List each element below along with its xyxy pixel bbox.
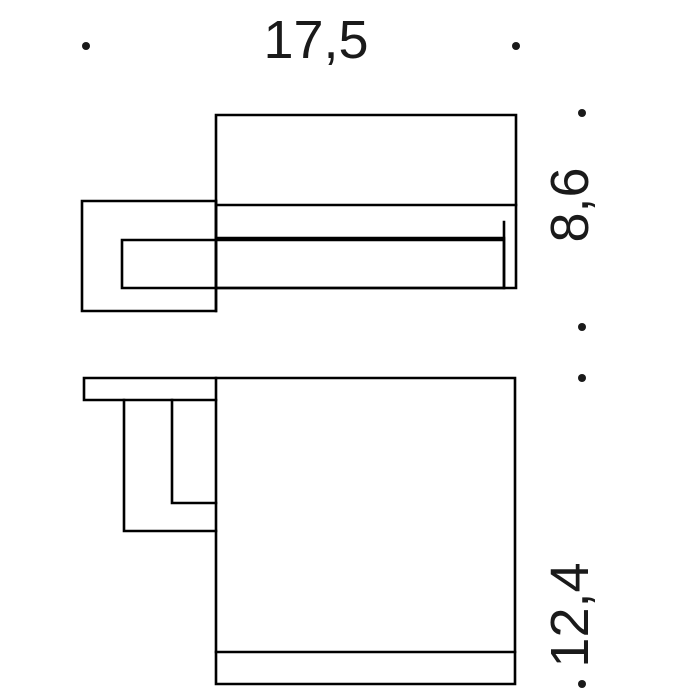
top-view-wall-plate [80,199,218,313]
dimension-label-width: 17,5 [263,10,368,70]
reference-dot-right-mid-lower [578,374,586,382]
reference-dot-right-bottom [578,680,586,688]
front-view-group [82,376,517,686]
reference-dot-top-right [512,42,520,50]
front-view-outer-bracket-leg [122,398,218,533]
front-view-body-outline [214,376,517,686]
reference-dot-right-mid-upper [578,323,586,331]
reference-dot-top-left [82,42,90,50]
dimension-label-depth: 8,6 [540,167,600,242]
front-view-top-flange [82,376,218,402]
reference-dot-right-upper [578,109,586,117]
front-view-inner-bracket-leg [170,398,218,505]
top-view-arm-outline [120,238,506,290]
reference-dots-group [82,42,586,688]
dimension-label-height: 12,4 [540,562,600,667]
top-view-group [80,113,518,313]
top-view-body-outline [214,113,518,290]
